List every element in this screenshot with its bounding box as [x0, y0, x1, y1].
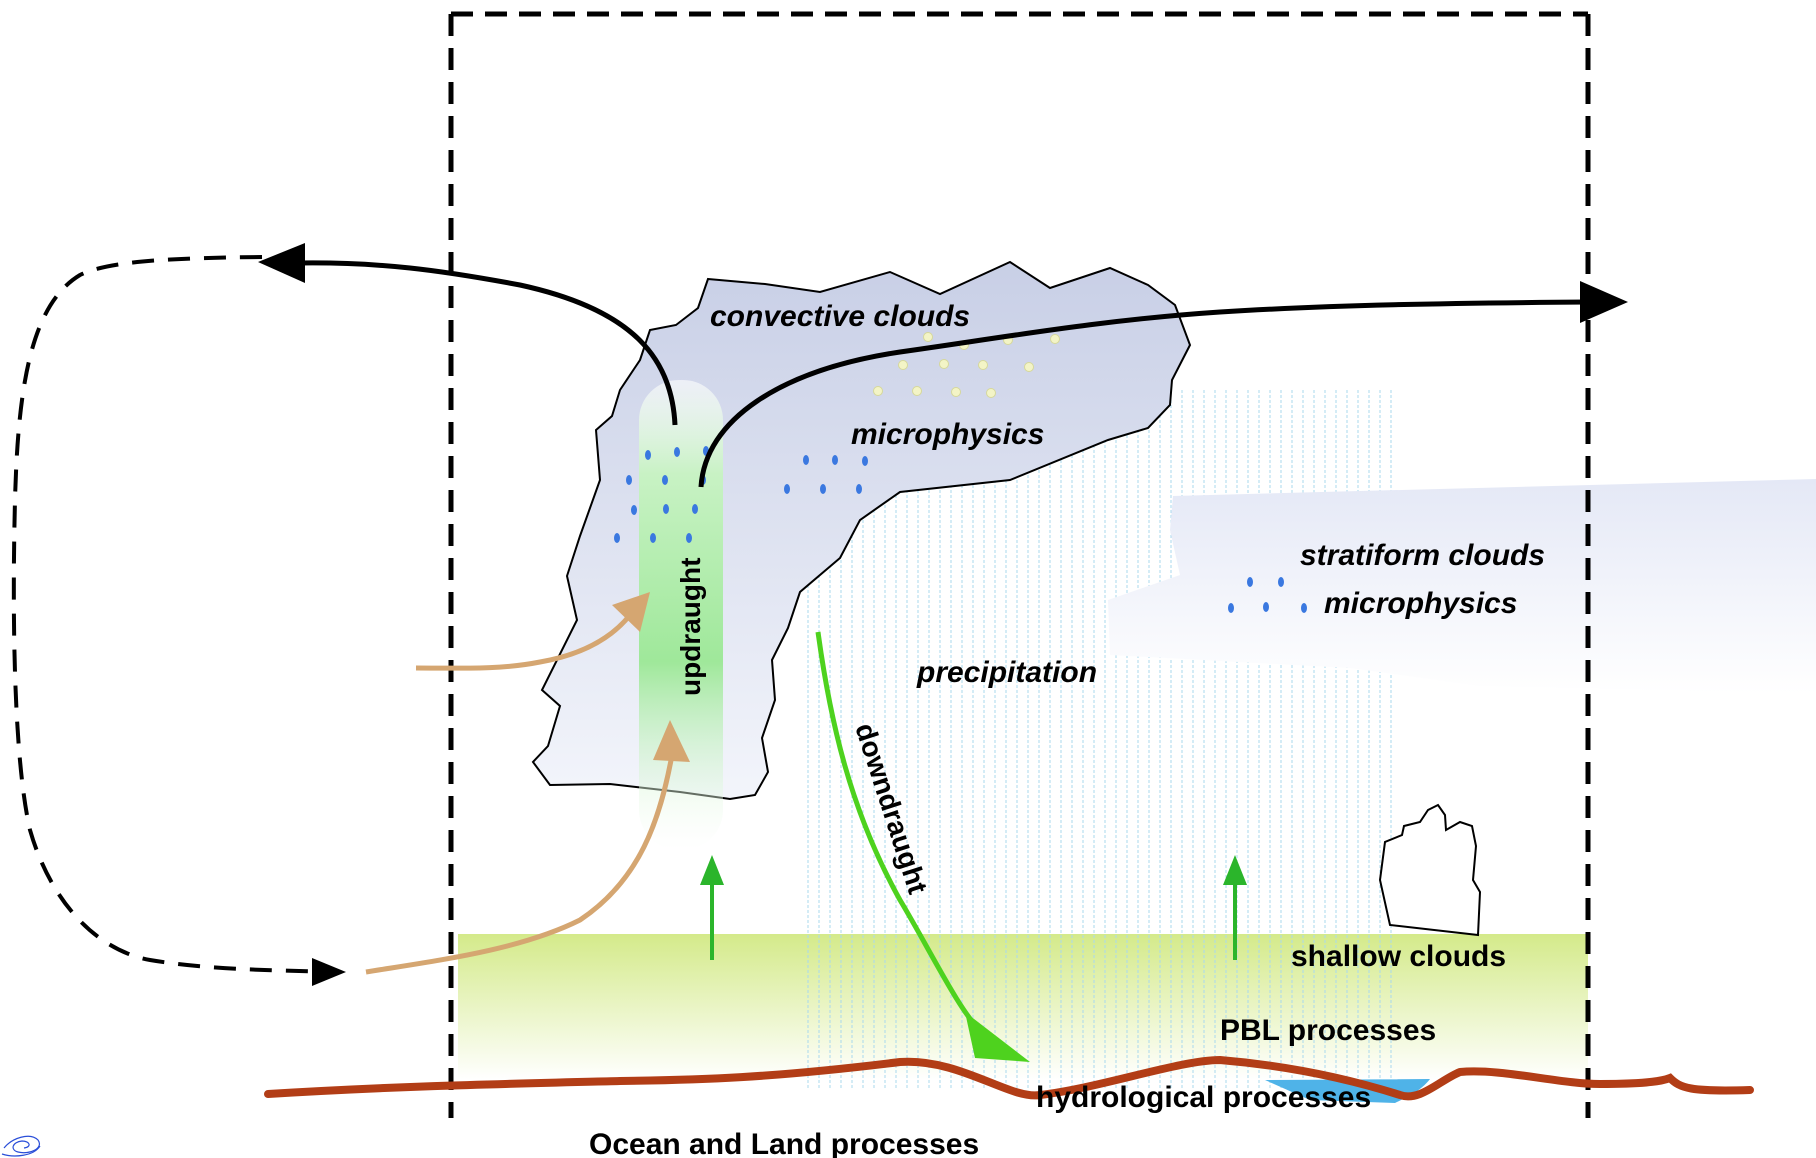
pbl-processes-label: PBL processes — [1220, 1014, 1436, 1047]
downdraught-arrow — [815, 631, 982, 1032]
flux-arrow-right-head — [1223, 855, 1247, 885]
ocean-land-processes-label: Ocean and Land processes — [589, 1128, 979, 1158]
flux-arrow-left-head — [700, 855, 724, 885]
stratiform-cloud — [1108, 479, 1816, 694]
updraught-column — [639, 380, 723, 850]
updraught-label: updraught — [675, 558, 706, 696]
surface-water — [1265, 1079, 1430, 1103]
convective-clouds-label: convective clouds — [710, 300, 970, 333]
shallow-cloud — [1378, 803, 1482, 937]
microphysics-stratiform-label: microphysics — [1324, 587, 1517, 620]
detrainment-right-arrowhead — [1580, 281, 1628, 323]
inflow-arrow-upper — [415, 613, 632, 671]
downdraught-arrowhead — [965, 1012, 1030, 1062]
rain-drops — [614, 446, 1307, 613]
detrainment-left-arrow — [299, 260, 678, 426]
precipitation-label: precipitation — [916, 656, 1097, 689]
inflow-arrow-upper-head — [612, 592, 650, 632]
detrainment-left-arrowhead — [258, 243, 305, 283]
swirl-logo-icon — [1, 1135, 41, 1157]
inflow-arrow-lower-head — [653, 720, 690, 762]
return-circulation-arrow — [11, 255, 336, 974]
stratiform-clouds-label: stratiform clouds — [1300, 539, 1545, 572]
return-circulation-arrowhead — [312, 958, 346, 986]
surface-line — [264, 1055, 1754, 1101]
hydrological-processes-label: hydrological processes — [1036, 1081, 1371, 1114]
microphysics-convective-label: microphysics — [851, 418, 1044, 451]
grid-box — [448, 11, 1591, 1118]
detrainment-right-arrow — [698, 299, 1591, 488]
inflow-arrow-lower — [365, 754, 675, 975]
shallow-clouds-label: shallow clouds — [1291, 940, 1506, 973]
